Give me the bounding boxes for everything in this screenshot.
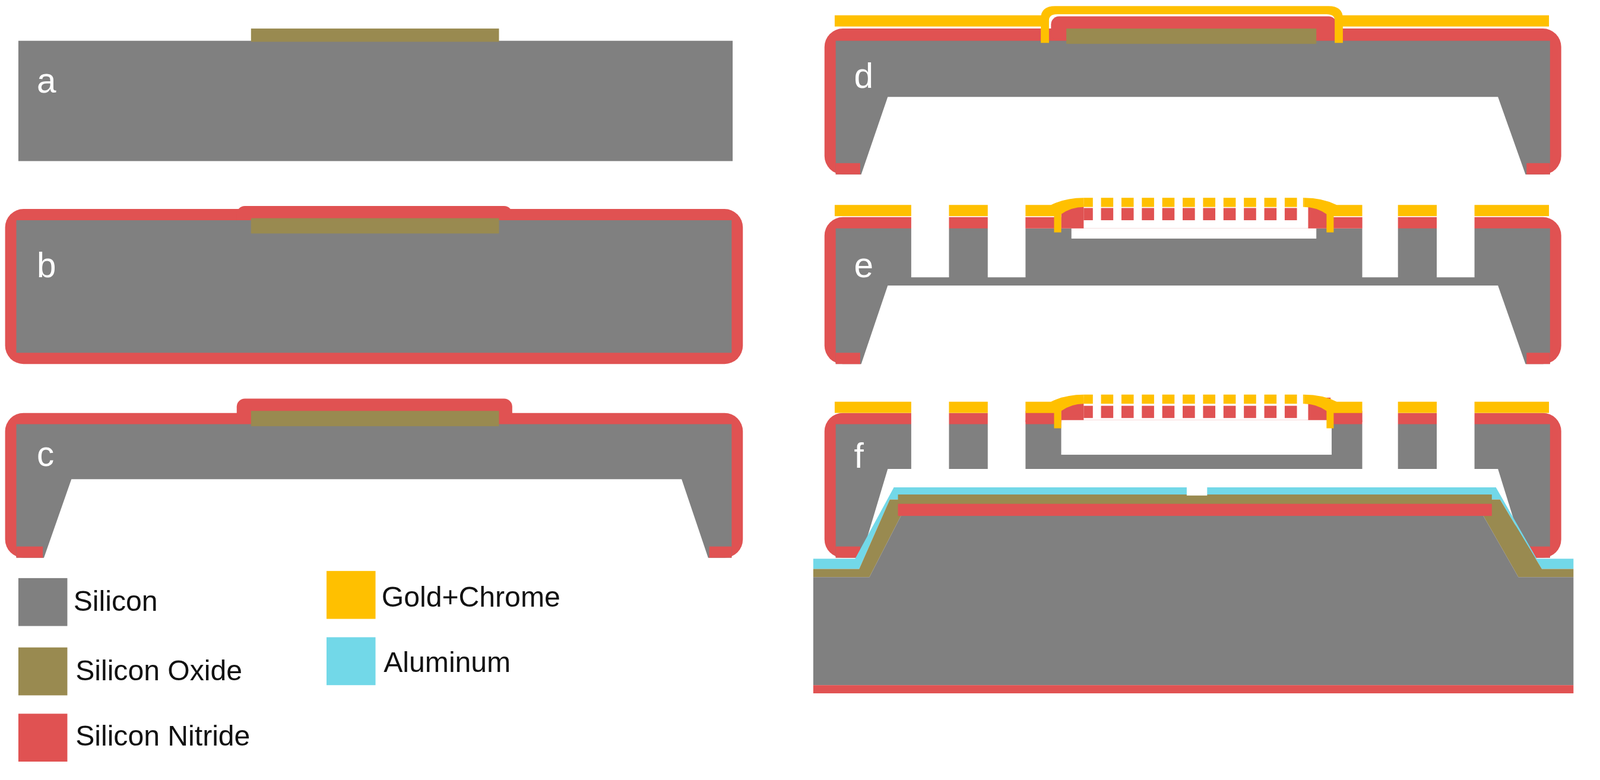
- legend-text: Silicon Nitride: [75, 721, 250, 751]
- legend-text: Gold+Chrome: [381, 583, 561, 612]
- panel-letter: f: [854, 438, 864, 474]
- legend-text: Aluminum: [383, 648, 511, 677]
- legend-text: Silicon: [73, 587, 158, 616]
- panel-letter: e: [854, 247, 874, 283]
- legend-swatch: [18, 647, 68, 696]
- legend-text: Silicon Oxide: [75, 656, 243, 686]
- legend-swatch: [326, 571, 376, 620]
- panel-letter: a: [36, 62, 57, 98]
- legend-swatch: [18, 713, 68, 762]
- legend-swatch: [326, 637, 376, 686]
- panel-letter: c: [36, 436, 55, 471]
- panel-letter: d: [854, 58, 874, 93]
- legend-swatch: [18, 578, 68, 627]
- panel-letter: b: [36, 247, 57, 283]
